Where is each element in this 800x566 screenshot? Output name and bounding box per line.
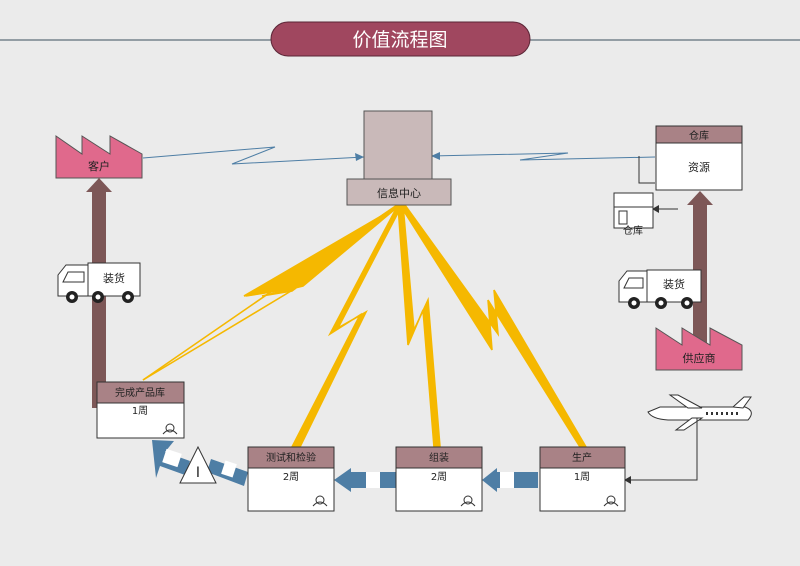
warehouse-connector — [638, 156, 678, 213]
process-finished-goods: 完成产品库 1周 — [96, 381, 185, 439]
truck-right: 装货 — [618, 269, 702, 309]
process-time: 1周 — [132, 405, 148, 417]
info-line-warehouse — [430, 152, 656, 161]
inventory-label: I — [196, 465, 200, 481]
operator-icon — [312, 495, 328, 507]
title-banner: 价值流程图 — [270, 21, 531, 57]
info-center-block — [363, 110, 433, 180]
warehouse-small-label: 仓库 — [623, 224, 643, 237]
process-time: 1周 — [574, 471, 590, 483]
page-title: 价值流程图 — [352, 29, 447, 51]
operator-icon — [603, 495, 619, 507]
operator-icon — [460, 495, 476, 507]
customer-factory: 客户 — [55, 135, 143, 179]
lightning-path-1 — [142, 204, 401, 381]
process-title: 生产 — [572, 451, 592, 464]
warehouse-top-header: 仓库 — [689, 129, 709, 142]
warehouse-top-body: 资源 — [688, 160, 710, 174]
truck-right-label: 装货 — [663, 277, 685, 291]
airplane-icon — [647, 394, 752, 431]
supplier-label: 供应商 — [683, 351, 716, 365]
info-center-label: 信息中心 — [377, 186, 421, 200]
process-title: 测试和检验 — [266, 451, 316, 464]
process-time: 2周 — [283, 471, 299, 483]
supplier-factory: 供应商 — [655, 327, 743, 371]
supply-connector — [624, 418, 698, 484]
truck-left: 装货 — [57, 262, 141, 303]
lightning-bolt-3 — [397, 204, 441, 448]
process-time: 2周 — [431, 471, 447, 483]
info-line-customer — [142, 146, 365, 165]
operator-icon — [162, 423, 178, 435]
info-center: 信息中心 — [346, 110, 452, 206]
push-arrow-3 — [482, 468, 538, 492]
truck-left-label: 装货 — [103, 271, 125, 285]
push-arrow-2 — [334, 468, 396, 492]
warehouse-top: 仓库 资源 — [655, 125, 743, 191]
customer-label: 客户 — [88, 159, 110, 173]
electronic-info-flows — [142, 204, 588, 448]
inventory-triangle: I — [179, 445, 217, 484]
process-test-inspection: 测试和检验 2周 — [247, 446, 335, 512]
push-arrow-1 — [152, 440, 248, 486]
process-production: 生产 1周 — [539, 446, 626, 512]
process-assembly: 组装 2周 — [395, 446, 483, 512]
manual-info-flows — [142, 146, 656, 165]
warehouse-small: 仓库 — [613, 192, 654, 237]
process-title: 组装 — [429, 451, 449, 464]
info-center-base — [346, 178, 452, 206]
process-title: 完成产品库 — [115, 386, 165, 399]
